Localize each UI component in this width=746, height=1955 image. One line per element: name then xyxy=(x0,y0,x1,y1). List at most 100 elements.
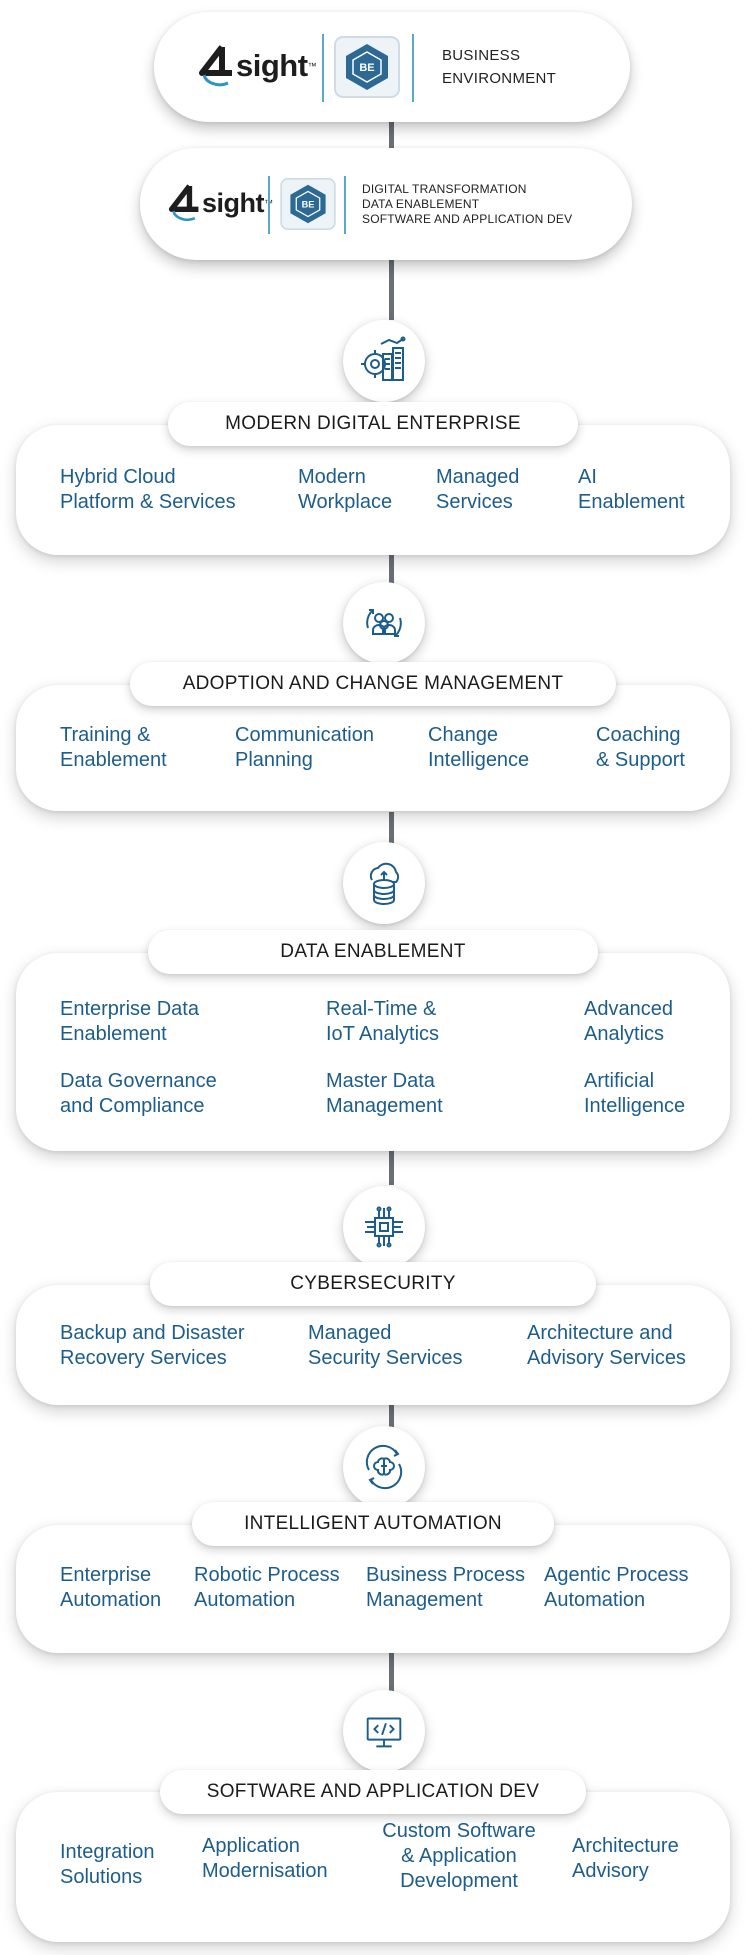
item-coaching-support: Coaching& Support xyxy=(596,723,685,773)
item-line: Security Services xyxy=(308,1347,463,1369)
item-line: Managed xyxy=(436,466,520,488)
item-line: Architecture and xyxy=(527,1322,673,1344)
item-line: Advanced xyxy=(584,998,673,1020)
item-line: AI xyxy=(578,466,597,488)
item-line: Application xyxy=(202,1835,300,1857)
section-title-software-application-dev: SOFTWARE AND APPLICATION DEV xyxy=(160,1770,586,1814)
item-line: & Support xyxy=(596,749,685,771)
item-data-governance: Data Governance and Compliance xyxy=(60,1069,217,1119)
item-line: Data Governance xyxy=(60,1070,217,1092)
item-line: & Application xyxy=(401,1845,517,1867)
item-ai-enablement: AI Enablement xyxy=(578,465,685,515)
4sight-mark-icon xyxy=(168,184,199,222)
item-line: Hybrid Cloud xyxy=(60,466,176,488)
item-line: Platform & Services xyxy=(60,491,236,513)
trademark: ™ xyxy=(307,61,317,71)
item-line: Workplace xyxy=(298,491,393,513)
logo-wordmark: sight xyxy=(236,48,308,83)
item-line: Agentic Process xyxy=(544,1564,689,1586)
item-line: Real-Time & xyxy=(326,998,437,1020)
item-line: Enterprise Data xyxy=(60,998,199,1020)
item-realtime-iot: Real-Time & IoT Analytics xyxy=(326,997,439,1047)
item-line: Advisory Services xyxy=(527,1347,686,1369)
connector-line xyxy=(389,252,394,320)
item-line: Recovery Services xyxy=(60,1347,227,1369)
svg-text:BE: BE xyxy=(359,62,374,74)
section-title-modern-digital-enterprise: MODERN DIGITAL ENTERPRISE xyxy=(168,402,578,446)
item-line: Services xyxy=(436,491,513,513)
item-line: Robotic Process xyxy=(194,1564,340,1586)
label-line: SOFTWARE AND APPLICATION DEV xyxy=(362,212,573,226)
item-line: Automation xyxy=(544,1589,646,1611)
connector-line xyxy=(389,1147,394,1185)
cloud-gear-buildings-icon xyxy=(343,320,425,402)
logo-wordmark: sight xyxy=(202,187,265,218)
item-line: Intelligence xyxy=(428,749,530,771)
svg-text:BE: BE xyxy=(302,199,315,209)
item-line: Management xyxy=(366,1589,483,1611)
logo-divider xyxy=(268,176,270,234)
label-line: ENVIRONMENT xyxy=(442,70,557,87)
services-label: DIGITAL TRANSFORMATION DATA ENABLEMENT S… xyxy=(362,182,572,227)
label-line: BUSINESS xyxy=(442,47,521,64)
connector-line xyxy=(389,1652,394,1692)
item-line: Automation xyxy=(60,1589,162,1611)
item-line: IoT Analytics xyxy=(326,1023,440,1045)
connector-line xyxy=(389,1388,394,1428)
item-line: Custom Software xyxy=(382,1820,536,1842)
be-badge: BE xyxy=(334,36,400,98)
item-line: Business Process xyxy=(366,1564,525,1586)
item-line: and Compliance xyxy=(60,1095,205,1117)
be-badge: BE xyxy=(280,178,336,230)
section-title-cybersecurity: CYBERSECURITY xyxy=(150,1262,596,1306)
item-line: Modernisation xyxy=(202,1860,328,1882)
item-line: Artificial xyxy=(584,1070,655,1092)
item-line: Automation xyxy=(194,1589,296,1611)
item-line: Intelligence xyxy=(584,1095,686,1117)
item-line: Modern xyxy=(298,466,366,488)
item-line: Planning xyxy=(235,749,313,771)
item-line: Advisory xyxy=(572,1860,649,1882)
cloud-database-icon xyxy=(343,842,425,924)
chip-circuit-icon xyxy=(343,1186,425,1268)
section-title-adoption-change: ADOPTION AND CHANGE MANAGEMENT xyxy=(130,662,616,706)
connector-line xyxy=(389,552,394,600)
logo-divider xyxy=(344,176,346,234)
item-line: Master Data xyxy=(326,1070,435,1092)
business-environment-label: BUSINESS ENVIRONMENT xyxy=(442,44,556,90)
item-line: Solutions xyxy=(60,1866,143,1888)
connector-line xyxy=(389,110,394,150)
item-line: Integration xyxy=(60,1841,155,1863)
code-monitor-icon xyxy=(343,1690,425,1772)
item-line: Enablement xyxy=(578,491,685,513)
item-training-enablement: Training &Enablement xyxy=(60,723,167,773)
section-title-intelligent-automation: INTELLIGENT AUTOMATION xyxy=(192,1502,554,1546)
brain-automation-icon xyxy=(343,1426,425,1508)
item-line: Analytics xyxy=(584,1023,665,1045)
item-line: Development xyxy=(400,1870,518,1892)
4sight-mark-icon xyxy=(199,45,232,87)
